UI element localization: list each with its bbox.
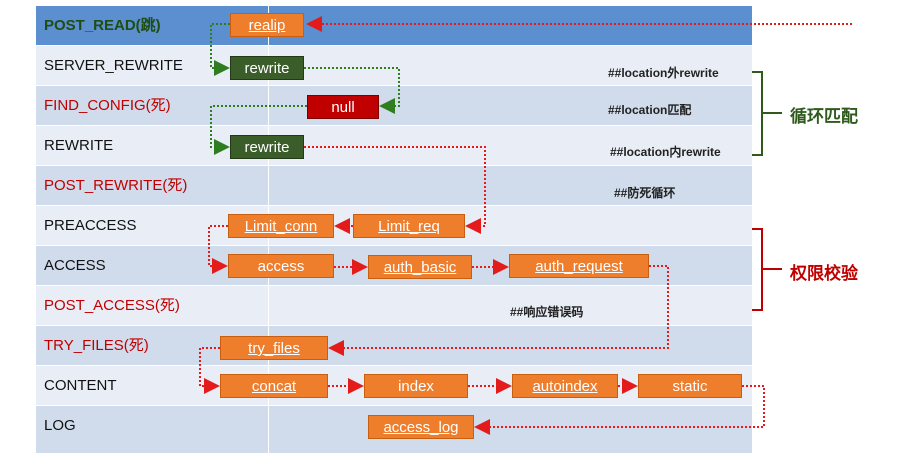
module-try-files: try_files: [220, 336, 328, 360]
module-realip: realip: [230, 13, 304, 37]
note-post-rewrite: ##防死循环: [614, 186, 676, 200]
phase-label: REWRITE: [44, 137, 114, 154]
module-concat: concat: [220, 374, 328, 398]
phase-row-try-files: TRY_FILES(死): [36, 326, 752, 366]
phase-row-post-read: POST_READ(跳): [36, 6, 752, 46]
phase-row-post-access: POST_ACCESS(死): [36, 286, 752, 326]
phase-label: POST_REWRITE(死): [44, 177, 188, 194]
module-limit-conn: Limit_conn: [228, 214, 334, 238]
phase-label: TRY_FILES(死): [44, 337, 149, 354]
group-label-loop-match: 循环匹配: [790, 107, 858, 126]
module-index: index: [364, 374, 468, 398]
module-null: null: [307, 95, 379, 119]
phase-label: POST_ACCESS(死): [44, 297, 180, 314]
module-rewrite-server: rewrite: [230, 56, 304, 80]
note-post-access: ##响应错误码: [510, 305, 584, 319]
bracket-permission-check: [752, 228, 782, 311]
phase-label: CONTENT: [44, 377, 117, 394]
phase-label: LOG: [44, 417, 76, 434]
group-label-permission-check: 权限校验: [790, 264, 858, 283]
module-access: access: [228, 254, 334, 278]
phase-label: POST_READ(跳): [44, 17, 161, 34]
phase-label: PREACCESS: [44, 217, 137, 234]
module-access-log: access_log: [368, 415, 474, 439]
module-auth-basic: auth_basic: [368, 255, 472, 279]
note-rewrite: ##location内rewrite: [610, 145, 721, 159]
module-static: static: [638, 374, 742, 398]
note-server-rewrite: ##location外rewrite: [608, 66, 719, 80]
phase-label: ACCESS: [44, 257, 106, 274]
module-auth-request: auth_request: [509, 254, 649, 278]
module-rewrite-location: rewrite: [230, 135, 304, 159]
module-autoindex: autoindex: [512, 374, 618, 398]
bracket-loop-match: [752, 71, 782, 156]
note-find-config: ##location匹配: [608, 103, 692, 117]
phase-label: FIND_CONFIG(死): [44, 97, 171, 114]
module-limit-req: Limit_req: [353, 214, 465, 238]
phase-label: SERVER_REWRITE: [44, 57, 183, 74]
